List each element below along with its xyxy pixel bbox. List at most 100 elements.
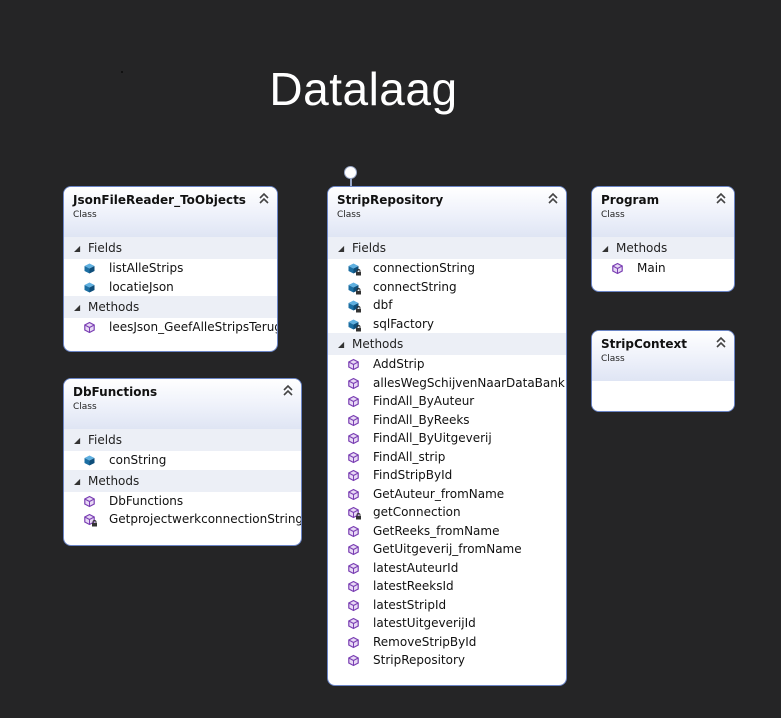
method-latestreeksid[interactable]: latestReeksId <box>328 577 566 596</box>
method-getconnection[interactable]: getConnection <box>328 503 566 522</box>
field-connectionstring[interactable]: connectionString <box>328 259 566 278</box>
member-label: FindAll_ByReeks <box>373 412 470 427</box>
field-connectstring[interactable]: connectString <box>328 278 566 297</box>
class-box-jsonfilereader[interactable]: JsonFileReader_ToObjects Class ◢ Fields l… <box>63 186 278 352</box>
method-latestauteurid[interactable]: latestAuteurId <box>328 559 566 578</box>
section-methods[interactable]: ◢Methods <box>328 333 566 355</box>
method-latestuitgeverijid[interactable]: latestUitgeverijId <box>328 614 566 633</box>
class-box-stripcontext[interactable]: StripContext Class <box>591 330 735 412</box>
class-header: JsonFileReader_ToObjects Class <box>64 187 277 237</box>
method-getprojectwerkconnectionstring[interactable]: GetprojectwerkconnectionString <box>64 510 301 529</box>
method-removestripbyid[interactable]: RemoveStripById <box>328 633 566 652</box>
field-icon <box>347 318 361 331</box>
stray-pixel <box>121 71 123 73</box>
diagram-title: Datalaag <box>269 63 458 115</box>
member-label: GetAuteur_fromName <box>373 486 505 501</box>
field-sqlfactory[interactable]: sqlFactory <box>328 315 566 334</box>
method-list: Main <box>592 259 734 278</box>
field-icon <box>83 454 96 467</box>
field-locatiejson[interactable]: locatieJson <box>64 278 277 297</box>
class-name: DbFunctions <box>73 385 158 399</box>
method-icon <box>347 562 360 575</box>
section-fields[interactable]: ◢Fields <box>328 237 566 259</box>
collapse-chevron-icon[interactable] <box>282 383 294 397</box>
collapse-chevron-icon[interactable] <box>715 191 727 205</box>
method-icon <box>347 636 360 649</box>
class-header: StripContext Class <box>592 331 734 381</box>
section-methods[interactable]: ◢Methods <box>64 296 277 318</box>
method-alleswegschijvennaardatabank[interactable]: allesWegSchijvenNaarDataBank <box>328 374 566 393</box>
collapse-chevron-icon[interactable] <box>258 191 270 205</box>
method-icon <box>347 451 360 464</box>
method-findall-strip[interactable]: FindAll_strip <box>328 448 566 467</box>
method-addstrip[interactable]: AddStrip <box>328 355 566 374</box>
member-label: DbFunctions <box>109 493 184 508</box>
method-icon <box>83 495 96 508</box>
method-leesjson-geefallestripsterug[interactable]: leesJson_GeefAlleStripsTerug <box>64 318 277 337</box>
member-label: FindAll_ByUitgeverij <box>373 431 492 445</box>
method-icon <box>347 525 360 538</box>
method-striprepository[interactable]: StripRepository <box>328 651 566 670</box>
field-dbf[interactable]: dbf <box>328 296 566 315</box>
member-label: latestAuteurId <box>373 560 459 575</box>
method-getauteur-fromname[interactable]: GetAuteur_fromName <box>328 485 566 504</box>
field-icon <box>347 262 361 276</box>
method-icon <box>347 543 360 556</box>
field-constring[interactable]: conString <box>64 451 301 470</box>
collapse-chevron-icon[interactable] <box>547 191 559 205</box>
section-fields[interactable]: ◢ Fields <box>64 429 301 451</box>
field-list: conString <box>64 451 301 470</box>
method-findall-byreeks[interactable]: FindAll_ByReeks <box>328 411 566 430</box>
method-main[interactable]: Main <box>592 259 734 278</box>
method-dbfunctions[interactable]: DbFunctions <box>64 492 301 511</box>
member-label: sqlFactory <box>373 316 435 331</box>
method-icon <box>611 262 624 275</box>
method-findstripbyid[interactable]: FindStripById <box>328 466 566 485</box>
section-methods[interactable]: ◢ Methods <box>64 469 301 492</box>
field-icon <box>347 299 361 313</box>
method-getreeks-fromname[interactable]: GetReeks_fromName <box>328 522 566 541</box>
class-header: StripRepository Class <box>328 187 566 237</box>
section-label: Fields <box>88 433 122 447</box>
expand-triangle-icon: ◢ <box>74 476 81 486</box>
field-listallestrips[interactable]: listAlleStrips <box>64 259 277 278</box>
member-label: connectionString <box>373 261 475 275</box>
member-label: FindAll_ByAuteur <box>373 394 475 408</box>
expand-triangle-icon: ◢ <box>74 244 81 253</box>
section-label: Fields <box>88 241 122 255</box>
expand-triangle-icon: ◢ <box>74 303 81 312</box>
method-icon <box>347 580 360 593</box>
class-box-dbfunctions[interactable]: DbFunctions Class ◢Fields conString ◢Met… <box>63 378 302 546</box>
collapse-chevron-icon[interactable] <box>715 335 727 349</box>
interface-connector <box>350 178 352 187</box>
field-icon <box>83 281 96 294</box>
member-label: FindStripById <box>373 468 453 482</box>
method-findall-byuitgeverij[interactable]: FindAll_ByUitgeverij <box>328 429 566 448</box>
member-label: dbf <box>373 298 393 312</box>
section-fields[interactable]: ◢ Fields <box>64 237 277 259</box>
class-name: JsonFileReader_ToObjects <box>73 193 246 207</box>
class-box-striprepository[interactable]: StripRepository Class ◢Fields connection… <box>327 186 567 686</box>
method-getuitgeverij-fromname[interactable]: GetUitgeverij_fromName <box>328 540 566 559</box>
method-findall-byauteur[interactable]: FindAll_ByAuteur <box>328 392 566 411</box>
method-icon <box>347 506 361 520</box>
class-box-program[interactable]: Program Class ◢Methods Main <box>591 186 735 292</box>
expand-triangle-icon: ◢ <box>338 340 345 349</box>
expand-triangle-icon: ◢ <box>74 436 81 445</box>
member-label: latestStripId <box>373 597 447 612</box>
method-lateststripid[interactable]: latestStripId <box>328 596 566 615</box>
interface-lollipop-icon[interactable] <box>344 166 357 179</box>
method-icon <box>347 654 360 667</box>
member-label: leesJson_GeefAlleStripsTerug <box>109 320 278 334</box>
member-label: AddStrip <box>373 357 425 371</box>
section-label: Methods <box>88 473 140 488</box>
member-label: GetUitgeverij_fromName <box>373 542 522 556</box>
member-label: latestUitgeverijId <box>373 616 476 630</box>
field-icon <box>347 281 361 294</box>
section-methods[interactable]: ◢Methods <box>592 237 734 259</box>
method-list: leesJson_GeefAlleStripsTerug <box>64 318 277 337</box>
